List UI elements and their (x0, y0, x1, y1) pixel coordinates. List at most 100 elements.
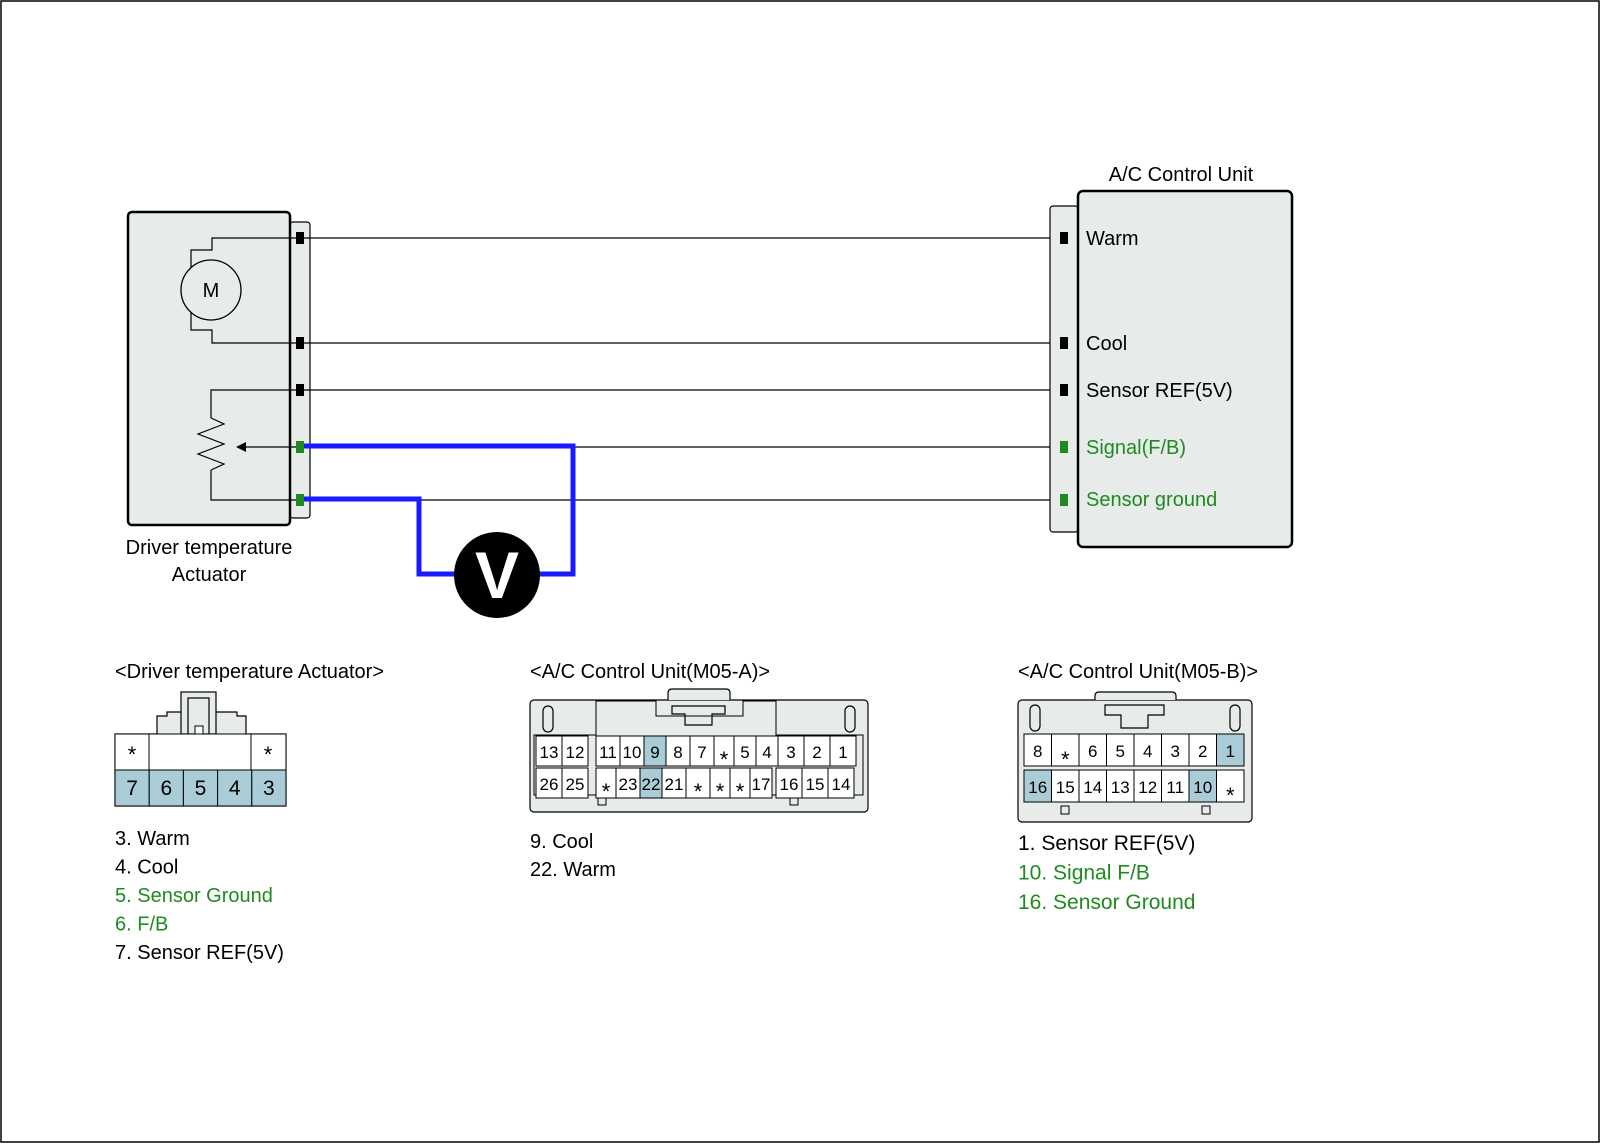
connector-pin: 11 (595, 735, 621, 767)
connector-pin: 15 (1051, 769, 1080, 803)
ac-unit-title: A/C Control Unit (1109, 164, 1254, 186)
motor-symbol: M (203, 280, 220, 302)
connector-pin: 14 (1078, 769, 1107, 803)
connector-pin: 25 (561, 767, 589, 799)
voltmeter-icon (454, 532, 540, 618)
connector-pin: 16 (775, 767, 803, 799)
actuator-pin-warm (296, 232, 304, 244)
pin-number: 6 (1088, 742, 1097, 761)
ac-pin-signal (1060, 441, 1068, 453)
pin-number: 16 (780, 775, 799, 794)
pin-number: 13 (540, 743, 559, 762)
actuator-pin-ground (296, 494, 304, 506)
actuator-pin-signal (296, 441, 304, 453)
pin-number: 1 (838, 743, 847, 762)
connector-pin: 7 (689, 735, 715, 767)
connector-actuator-title: <Driver temperature Actuator> (115, 661, 384, 683)
pin-number: 16 (1028, 778, 1047, 797)
potentiometer-icon (196, 389, 300, 501)
pin-number: 4 (762, 743, 771, 762)
pin-number: 6 (160, 777, 172, 800)
actuator-connector-strip (289, 221, 311, 519)
connector-pin: 14 (827, 767, 855, 799)
pin-number: 17 (752, 775, 771, 794)
connector-pin: 5 (1106, 733, 1135, 767)
legend-item: 22. Warm (530, 859, 616, 881)
connector-pin: * (1051, 733, 1080, 772)
ac-terminal-label: Sensor ground (1086, 489, 1217, 511)
pin-number: 3 (786, 743, 795, 762)
pin-number: 3 (263, 777, 275, 800)
pin-number: 22 (642, 775, 661, 794)
ac-pin-ref (1060, 384, 1068, 396)
connector-pin: 7 (114, 769, 150, 807)
ac-terminal-label: Signal(F/B) (1086, 437, 1186, 459)
pin-number: 10 (623, 743, 642, 762)
probe-wire-signal (303, 443, 576, 577)
pin-number: 12 (566, 743, 585, 762)
pin-number: * (128, 742, 137, 767)
legend-item: 10. Signal F/B (1018, 862, 1150, 885)
connector-pin: 1 (829, 735, 857, 767)
pin-number: 13 (1111, 778, 1130, 797)
connector-pin: 9 (643, 735, 667, 767)
pin-number: * (694, 779, 703, 804)
driver-temperature-actuator: M Driver temperature Actuator (126, 210, 311, 586)
pin-number: 23 (619, 775, 638, 794)
connector-pin: 6 (1078, 733, 1107, 767)
pin-number: 15 (806, 775, 825, 794)
connector-pin: 5 (182, 769, 219, 807)
pin-number: 1 (1226, 742, 1235, 761)
connector-pin: 15 (801, 767, 829, 799)
connector-pin: 2 (1188, 733, 1217, 767)
pin-number: 10 (1193, 778, 1212, 797)
connector-m05b-title: <A/C Control Unit(M05-B)> (1018, 661, 1258, 683)
probe-wire-ground (303, 496, 456, 577)
pin-number: 11 (599, 743, 617, 762)
legend-item: 6. F/B (115, 914, 168, 936)
motor-icon: M (180, 237, 300, 344)
connector-pin: 5 (733, 735, 757, 767)
legend-item: 7. Sensor REF(5V) (115, 942, 284, 964)
pin-number: * (720, 747, 729, 772)
pin-number: 12 (1138, 778, 1157, 797)
connector-pin: * (1216, 769, 1245, 808)
pin-number: * (602, 779, 611, 804)
connector-pin: * (729, 767, 751, 804)
actuator-pin-ref (296, 384, 304, 396)
pin-number: 5 (1116, 742, 1125, 761)
legend-item: 16. Sensor Ground (1018, 891, 1195, 914)
pin-number: 2 (1198, 742, 1207, 761)
connector-pin: 13 (1106, 769, 1135, 803)
pin-number: 21 (665, 775, 684, 794)
connector-pin: * (685, 767, 711, 804)
voltmeter-symbol: V (475, 538, 519, 612)
pin-number: * (1226, 783, 1235, 808)
pin-number: 5 (740, 743, 749, 762)
connector-pin: 10 (619, 735, 645, 767)
pin-number: 15 (1056, 778, 1075, 797)
connector-pin: 17 (749, 767, 773, 799)
pin-number: 8 (673, 743, 682, 762)
connector-pin: 1 (1216, 733, 1245, 767)
connector-pin: 12 (561, 735, 589, 767)
legend-item: 1. Sensor REF(5V) (1018, 832, 1195, 855)
actuator-label-line1: Driver temperature (126, 537, 293, 559)
ac-terminal-label: Warm (1086, 228, 1139, 250)
connector-pin: 8 (1023, 733, 1052, 767)
actuator-body (126, 210, 292, 527)
legend-item: 5. Sensor Ground (115, 885, 273, 907)
pin-number: 14 (832, 775, 851, 794)
connector-pin: 12 (1133, 769, 1162, 803)
connector-pin: 21 (661, 767, 687, 799)
connector-pin: 3 (777, 735, 805, 767)
